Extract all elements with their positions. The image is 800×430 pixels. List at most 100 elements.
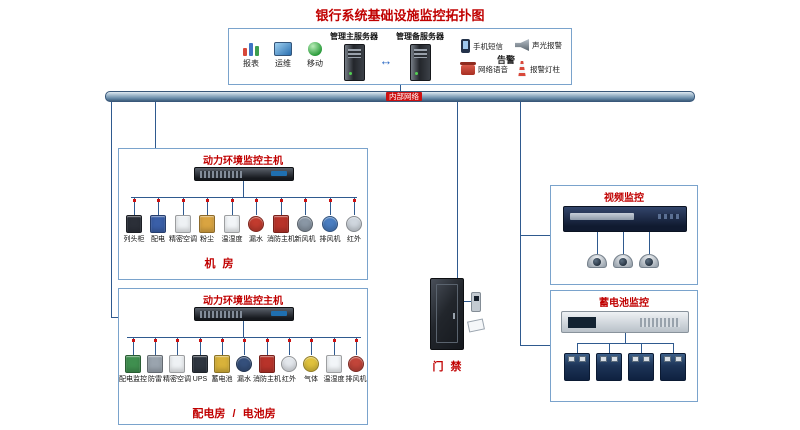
junction-tick bbox=[206, 199, 209, 202]
monitor-icon bbox=[274, 42, 292, 56]
sync-arrow-icon: ↔ bbox=[379, 53, 393, 68]
device-label: 排风机 bbox=[345, 376, 367, 383]
connector-line bbox=[520, 235, 550, 236]
junction-tick bbox=[221, 339, 224, 342]
power-room-panel: 动力环境监控主机 配电监控 防雷 精密空调 UPS 蓄电池 bbox=[118, 288, 368, 425]
client-label: 移动 bbox=[307, 59, 323, 68]
infrared-sensor-icon bbox=[281, 356, 297, 372]
junction-tick bbox=[132, 339, 135, 342]
alarm-output-sound-light: 声光报警 bbox=[515, 39, 562, 51]
video-panel-title: 视频监控 bbox=[604, 193, 644, 204]
connector-drop bbox=[133, 337, 134, 355]
connector-drop bbox=[289, 337, 290, 355]
alarm-output-label: 手机短信 bbox=[473, 41, 503, 51]
precision-ac-icon bbox=[175, 215, 191, 233]
connector-line bbox=[111, 317, 118, 318]
connector-drop bbox=[244, 337, 245, 355]
beacon-tower-icon bbox=[518, 61, 526, 77]
alarm-output-beacon: 报警灯柱 bbox=[517, 61, 560, 77]
device-label: 精密空调 bbox=[163, 376, 191, 383]
fire-alarm-host-icon bbox=[259, 355, 275, 373]
report-icon bbox=[243, 42, 259, 56]
primary-server: 管理主服务器 bbox=[325, 31, 383, 86]
dome-camera bbox=[587, 254, 607, 268]
device-label: 列头柜 bbox=[123, 236, 145, 243]
connector-line bbox=[577, 343, 578, 353]
telephone-icon bbox=[460, 61, 476, 75]
connector-line bbox=[131, 197, 357, 198]
power-distribution-icon bbox=[150, 215, 166, 233]
card-reader bbox=[471, 292, 481, 312]
connector-drop bbox=[256, 197, 257, 215]
water-leak-icon bbox=[248, 216, 264, 232]
junction-tick bbox=[310, 339, 313, 342]
cellphone-icon bbox=[461, 39, 470, 53]
junction-tick bbox=[243, 339, 246, 342]
battery-monitor-device bbox=[561, 311, 689, 333]
room-name-label: 配电房 / 电池房 bbox=[192, 408, 276, 420]
access-card bbox=[467, 318, 485, 333]
alarm-output-label: 报警灯柱 bbox=[530, 64, 560, 74]
connector-drop bbox=[305, 197, 306, 215]
dome-camera bbox=[613, 254, 633, 268]
device-label: 消防主机 bbox=[253, 376, 281, 383]
connector-drop bbox=[281, 197, 282, 215]
connector-drop bbox=[158, 197, 159, 215]
device-label: 防雷 bbox=[148, 376, 162, 383]
device-label: 漏水 bbox=[237, 376, 251, 383]
access-control-cabinet bbox=[430, 278, 464, 350]
device-label: 粉尘 bbox=[200, 236, 214, 243]
connector-drop bbox=[334, 337, 335, 355]
device-label: 配电 bbox=[151, 236, 165, 243]
connector-drop bbox=[354, 197, 355, 215]
junction-tick bbox=[154, 339, 157, 342]
monitor-host-title: 动力环境监控主机 bbox=[203, 296, 283, 307]
connector-line bbox=[597, 232, 598, 254]
exhaust-fan-icon bbox=[322, 216, 338, 232]
page-title: 银行系统基础设施监控拓扑图 bbox=[315, 8, 485, 23]
connector-drop bbox=[232, 197, 233, 215]
network-bus-label: 内部网络 bbox=[386, 92, 422, 101]
storage-battery-icon bbox=[214, 355, 230, 373]
gas-sensor-icon bbox=[303, 356, 319, 372]
junction-tick bbox=[280, 199, 283, 202]
connector-drop bbox=[222, 337, 223, 355]
client-operations: 运维 bbox=[269, 38, 297, 69]
connector-line bbox=[609, 343, 610, 353]
connector-drop bbox=[330, 197, 331, 215]
dome-camera bbox=[639, 254, 659, 268]
connector-line bbox=[673, 343, 674, 353]
device-label: 蓄电池 bbox=[211, 376, 233, 383]
junction-tick bbox=[266, 339, 269, 342]
device-label: 消防主机 bbox=[267, 236, 295, 243]
junction-tick bbox=[199, 339, 202, 342]
server-tower-icon bbox=[343, 44, 365, 81]
device-label: 精密空调 bbox=[169, 236, 197, 243]
connector-line bbox=[400, 85, 401, 91]
device-label: 气体 bbox=[304, 376, 318, 383]
alarm-output-label: 网络语音 bbox=[478, 65, 508, 74]
client-report: 报表 bbox=[237, 38, 265, 69]
junction-tick bbox=[255, 199, 258, 202]
mobile-app-icon bbox=[308, 42, 322, 56]
backup-server: 管理备服务器 bbox=[391, 31, 449, 86]
connector-line bbox=[625, 333, 626, 343]
client-mobile: 移动 bbox=[301, 38, 329, 69]
connector-drop bbox=[177, 337, 178, 355]
connector-line bbox=[520, 345, 550, 346]
device-label: 红外 bbox=[347, 236, 361, 243]
junction-tick bbox=[182, 199, 185, 202]
connector-line bbox=[649, 232, 650, 254]
connector-drop bbox=[183, 197, 184, 215]
connector-line bbox=[520, 102, 521, 345]
exhaust-fan-icon bbox=[348, 356, 364, 372]
ups-icon bbox=[192, 355, 208, 373]
access-control-label: 门 禁 bbox=[432, 361, 462, 373]
machine-room-panel: 动力环境监控主机 列头柜 配电 精密空调 粉尘 温湿度 bbox=[118, 148, 368, 280]
monitor-host-device bbox=[194, 307, 294, 321]
column-head-cabinet-icon bbox=[126, 215, 142, 233]
junction-tick bbox=[288, 339, 291, 342]
server-tower-icon bbox=[409, 44, 431, 81]
alarm-output-voice: 网络语音 bbox=[460, 61, 508, 75]
